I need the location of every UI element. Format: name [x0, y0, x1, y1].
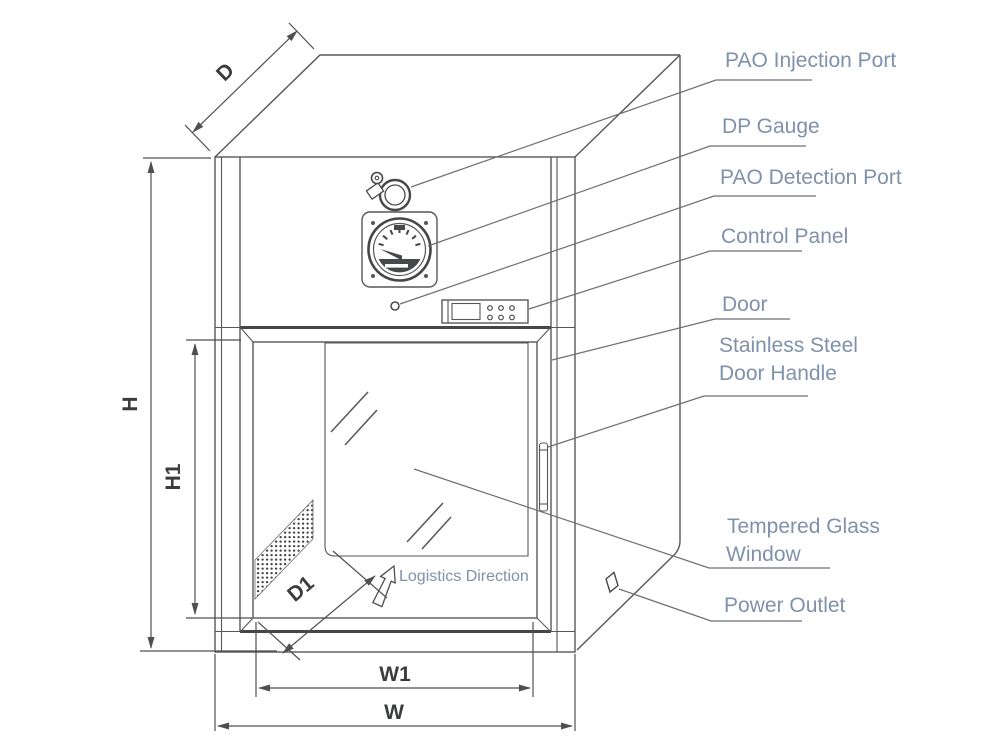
door-mitre-top-left [239, 326, 254, 343]
power-outlet [605, 571, 619, 594]
clamp-wing-nut-hole [374, 175, 380, 181]
detection-port-hole [390, 301, 400, 311]
logistics-arrow-icon [371, 564, 396, 608]
control-panel-leader [528, 250, 802, 310]
label-power-outlet: Power Outlet [724, 594, 846, 617]
label-door-handle-line1: Stainless Steel [719, 334, 858, 357]
door-mitre-bottom-right [536, 617, 552, 633]
gauge-ticks [378, 228, 421, 247]
callout-power-outlet: Power Outlet [618, 588, 846, 622]
air-grill [254, 499, 314, 600]
door-leader [551, 318, 790, 361]
d1-dimension-line [282, 575, 376, 654]
door-opening [252, 341, 538, 619]
control-panel [441, 299, 529, 324]
control-panel-body [441, 299, 529, 324]
front-face [214, 156, 576, 653]
right-face-side-edge [576, 55, 681, 651]
gauge-top-badge [394, 225, 405, 230]
gauge-plate [361, 211, 438, 288]
d1-extension-upper [332, 550, 388, 599]
control-panel-buttons [487, 305, 515, 321]
gauge-screws [371, 221, 428, 278]
callout-door-handle: Stainless Steel Door Handle [547, 334, 858, 448]
w1-label: W1 [379, 663, 411, 686]
gauge-needle [380, 249, 402, 261]
d-extension-front [184, 124, 211, 152]
door-mitre-top-right [536, 326, 552, 343]
label-door: Door [722, 293, 768, 316]
glass-pane-outline [324, 342, 529, 557]
callout-tempered-glass-window: Tempered Glass Window [413, 468, 880, 569]
label-control-panel: Control Panel [721, 225, 848, 248]
label-tempered-glass-line1: Tempered Glass [727, 515, 880, 538]
h-label: H [119, 396, 142, 411]
clamp-wing-nut [370, 171, 384, 185]
d-dimension-line [192, 30, 298, 133]
tempered-glass-window [324, 342, 529, 557]
d-extension-back [288, 22, 315, 50]
handle-bar [538, 442, 549, 512]
door-handle [538, 442, 549, 512]
w-label: W [384, 701, 404, 724]
pao-injection-port [365, 171, 412, 212]
dp-gauge-leader [427, 145, 806, 247]
door-mitre-bottom-left [239, 617, 254, 633]
callout-door: Door [551, 293, 790, 361]
callout-pao-detection-port: PAO Detection Port [399, 166, 902, 305]
pao-injection-leader [410, 79, 812, 188]
perforated-grill [254, 499, 314, 600]
dimension-height-h: H [119, 157, 277, 652]
glass-reflection-marks [330, 391, 452, 550]
label-pao-detection-port: PAO Detection Port [720, 166, 902, 189]
dp-gauge [361, 211, 438, 288]
callout-dp-gauge: DP Gauge [427, 115, 820, 247]
dimension-inner-height-h1: H1 [162, 339, 252, 619]
top-face-edge [214, 54, 680, 158]
label-pao-injection-port: PAO Injection Port [725, 49, 896, 72]
d1-label: D1 [283, 571, 319, 606]
h1-label: H1 [162, 463, 185, 490]
gauge-scale-window [385, 264, 408, 268]
logistics-direction-label: Logistics Direction [399, 568, 529, 585]
d1-extension-lower [257, 621, 301, 661]
control-panel-display [451, 302, 481, 321]
pao-detection-leader [399, 195, 816, 305]
dimension-width-w: W [214, 654, 576, 731]
tri-clamp-ring-outer [378, 178, 412, 212]
gauge-dial-ring [372, 222, 427, 277]
clamp-bracket [365, 181, 385, 201]
pao-detection-port [390, 301, 400, 311]
callout-pao-injection-port: PAO Injection Port [410, 49, 896, 188]
d-label: D [212, 59, 239, 86]
tri-clamp-ring-inner [384, 184, 406, 206]
power-outlet-leader [618, 588, 802, 622]
callout-control-panel: Control Panel [528, 225, 848, 310]
dimension-inner-width-w1: W1 [255, 622, 534, 697]
label-door-handle-line2: Door Handle [719, 362, 837, 385]
label-dp-gauge: DP Gauge [722, 115, 820, 138]
tempered-glass-leader [413, 468, 830, 569]
outlet-plate [605, 571, 619, 594]
label-tempered-glass-line2: Window [726, 543, 802, 566]
logistics-direction: Logistics Direction [371, 564, 529, 608]
right-face-top-edge [574, 54, 681, 158]
dimension-depth-d: D [184, 22, 315, 152]
door-handle-leader [547, 395, 808, 448]
